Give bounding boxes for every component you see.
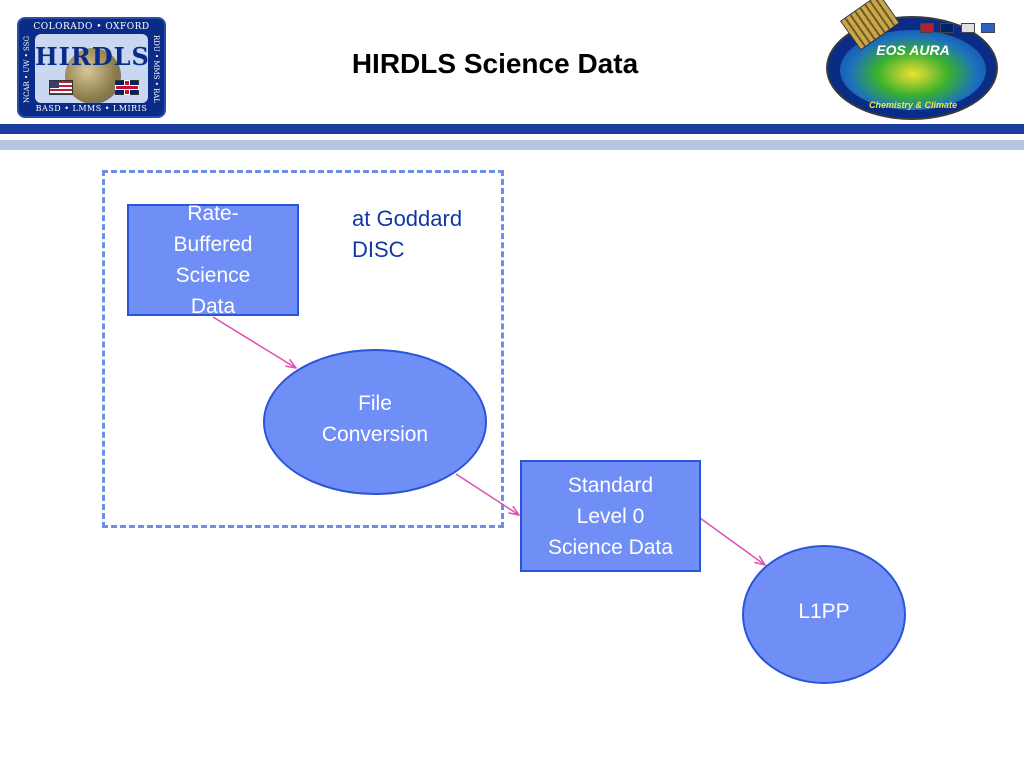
node-line: Level 0: [576, 504, 645, 528]
header-divider-light: [0, 140, 1024, 150]
node-file-conversion-label: File Conversion: [322, 388, 428, 450]
goddard-label-line2: DISC: [352, 237, 405, 262]
goddard-label-line1: at Goddard: [352, 206, 463, 231]
node-line: File: [358, 392, 392, 415]
hirdls-logo-ring-bottom: BASD • LMMS • LMIRIS: [35, 104, 148, 113]
hirdls-logo-ring-right: RDU • MMS • RAL: [152, 34, 160, 104]
node-l1pp: L1PP: [742, 545, 906, 684]
hirdls-logo-emblem: HIRDLS: [35, 34, 148, 103]
eos-aura-logo: EOS AURA Chemistry & Climate: [824, 0, 1002, 122]
header-divider-dark: [0, 124, 1024, 134]
eos-aura-logo-title: EOS AURA: [876, 42, 950, 58]
node-standard-level0-science-data: Standard Level 0 Science Data: [520, 460, 701, 572]
goddard-disc-group-boundary: [102, 170, 504, 528]
node-line: Conversion: [321, 423, 429, 446]
uk-flag-icon: [940, 23, 955, 33]
uk-flag-icon: [115, 80, 139, 95]
hirdls-logo-wordmark: HIRDLS: [35, 42, 148, 71]
us-flag-icon: [920, 23, 934, 33]
node-line: Data: [190, 295, 236, 318]
node-line: Science Data: [548, 535, 673, 559]
node-file-conversion: File Conversion: [263, 349, 487, 495]
arrow-rate-buffered-to-file-conversion: [212, 316, 296, 368]
arrow-file-conversion-to-standard-level0: [455, 473, 519, 515]
node-line: L1PP: [798, 600, 850, 623]
arrow-standard-level0-to-l1pp: [699, 517, 765, 565]
node-line: Buffered: [173, 233, 253, 256]
us-flag-icon: [49, 80, 73, 95]
goddard-disc-group-label: at Goddard DISC: [352, 203, 462, 265]
node-line: Rate-: [187, 202, 239, 225]
page-title: HIRDLS Science Data: [351, 48, 639, 79]
globe-icon: [65, 48, 121, 103]
hirdls-logo-ring-top: COLORADO • OXFORD: [33, 22, 150, 32]
node-l1pp-label: L1PP: [798, 596, 849, 627]
node-line: Science: [175, 264, 251, 287]
hirdls-logo: COLORADO • OXFORD NCAR • UW • SSG RDU • …: [17, 17, 166, 118]
node-rate-buffered-label: Rate- Buffered Science Data: [173, 198, 252, 322]
eos-aura-logo-subtitle: Chemistry & Climate: [868, 100, 958, 110]
partner-flags: [920, 20, 997, 38]
node-standard-level0-label: Standard Level 0 Science Data: [548, 470, 673, 563]
fi-flag-icon: [981, 23, 996, 33]
node-line: Standard: [567, 473, 654, 497]
nl-flag-icon: [960, 23, 975, 33]
node-rate-buffered-science-data: Rate- Buffered Science Data: [127, 202, 299, 318]
